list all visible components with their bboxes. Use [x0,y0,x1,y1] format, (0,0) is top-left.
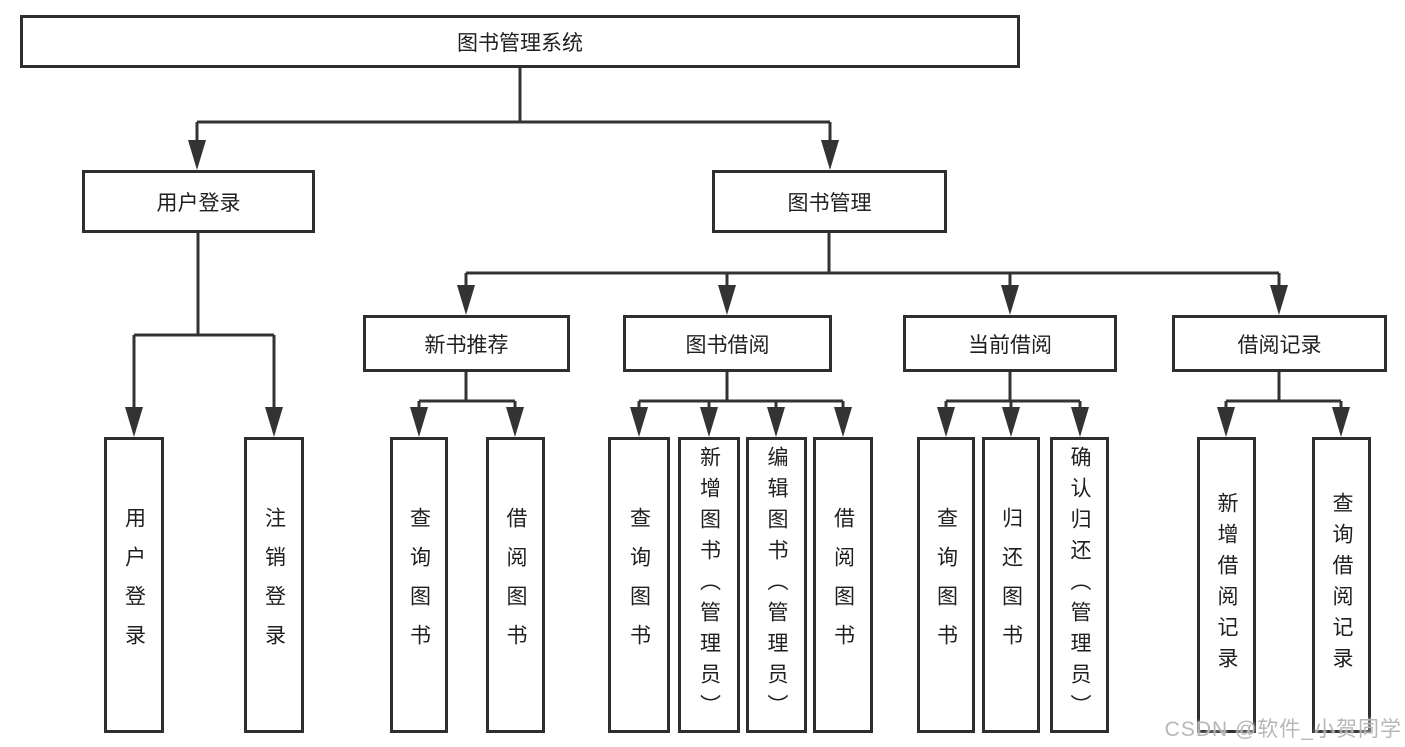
leaf-confirm-return-admin: 确认归还（管理员） [1050,437,1109,733]
node-user-login: 用户登录 [82,170,315,233]
leaf-query-books: 查询图书 [608,437,670,733]
leaf-borrow-books: 借阅图书 [486,437,545,733]
node-label: 借阅记录 [1237,333,1322,357]
leaf-label: 用户登录 [122,507,146,663]
node-current-borrowing: 当前借阅 [903,315,1117,372]
node-new-book-recommend: 新书推荐 [363,315,570,372]
leaf-edit-books-admin: 编辑图书（管理员） [746,437,807,733]
arrowhead-icons [125,140,1350,437]
leaf-logout: 注销登录 [244,437,304,733]
node-label: 图书管理 [787,191,872,215]
leaf-label: 查询借阅记录 [1330,492,1353,678]
leaf-label: 借阅图书 [504,507,527,663]
leaf-label: 归还图书 [999,507,1023,663]
leaf-query-borrow-record: 查询借阅记录 [1312,437,1371,733]
leaf-return-books: 归还图书 [982,437,1040,733]
node-book-borrowing: 图书借阅 [623,315,832,372]
leaf-label: 新增图书（管理员） [697,445,721,725]
leaf-label: 查询图书 [407,507,431,663]
leaf-borrow-books: 借阅图书 [813,437,873,733]
leaf-add-borrow-record: 新增借阅记录 [1197,437,1256,733]
leaf-label: 借阅图书 [831,507,855,663]
leaf-query-books: 查询图书 [390,437,448,733]
leaf-label: 查询图书 [934,507,958,663]
node-label: 用户登录 [156,191,241,215]
node-library-system: 图书管理系统 [20,15,1020,68]
node-borrowing-records: 借阅记录 [1172,315,1387,372]
leaf-add-books-admin: 新增图书（管理员） [678,437,740,733]
node-label: 当前借阅 [968,333,1052,357]
leaf-query-books: 查询图书 [917,437,975,733]
node-label: 新书推荐 [424,333,509,357]
csdn-watermark: CSDN @软件_小贺同学 [1164,718,1402,741]
node-label: 图书管理系统 [457,31,583,55]
node-label: 图书借阅 [685,333,770,357]
leaf-label: 注销登录 [262,507,286,663]
node-book-management: 图书管理 [712,170,947,233]
leaf-label: 编辑图书（管理员） [765,445,788,725]
leaf-label: 查询图书 [627,507,651,663]
leaf-user-login: 用户登录 [104,437,164,733]
leaf-label: 新增借阅记录 [1215,492,1238,678]
leaf-label: 确认归还（管理员） [1068,445,1091,725]
